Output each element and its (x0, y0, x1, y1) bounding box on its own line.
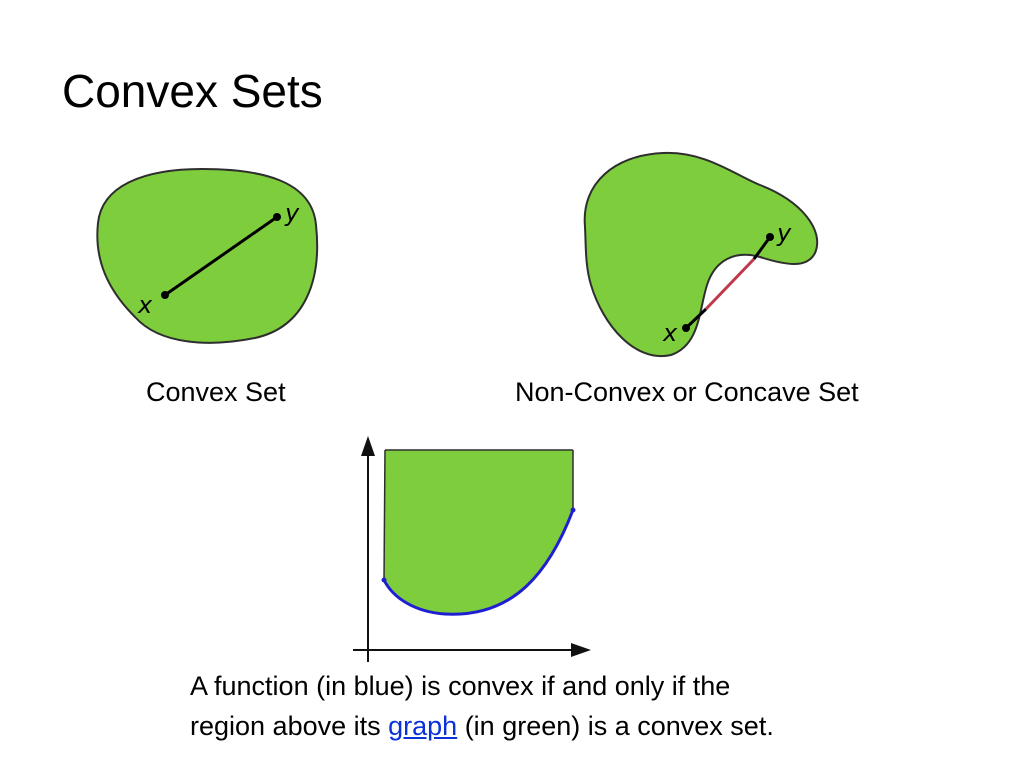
point-x-label: x (662, 319, 678, 347)
nonconvex-set-figure: x y (583, 151, 819, 358)
convex-set-caption: Convex Set (146, 377, 286, 407)
x-axis-arrow (571, 643, 591, 657)
curve-end-marker (570, 507, 576, 513)
function-curve (382, 509, 575, 616)
nonconvex-region (583, 151, 819, 358)
convex-set-figure: x y (96, 167, 319, 344)
explanation-line-1: A function (in blue) is convex if and on… (190, 671, 731, 701)
explanation-line-2-end: (in green) is a convex set. (457, 711, 774, 741)
segment-inside-lower (684, 307, 708, 330)
convex-region (96, 167, 319, 344)
epigraph-region (384, 450, 573, 615)
segment-inside-upper (752, 236, 772, 260)
convex-function-figure (353, 436, 591, 662)
point-x-marker (682, 324, 690, 332)
nonconvex-set-caption: Non-Convex or Concave Set (515, 377, 859, 407)
point-x-label: x (137, 291, 153, 319)
point-x-marker (161, 291, 169, 299)
explanation-line-2-start: region above its (190, 711, 389, 741)
segment-outside-region (704, 257, 756, 311)
y-axis-arrow (361, 436, 375, 456)
explanation-text: A function (in blue) is convex if and on… (190, 666, 890, 746)
point-y-label: y (776, 219, 792, 247)
convex-segment (164, 215, 278, 297)
point-y-marker (766, 233, 774, 241)
graph-link[interactable]: graph (388, 711, 458, 741)
point-y-marker (273, 213, 281, 221)
slide-title: Convex Sets (62, 65, 323, 117)
explanation-line-2: region above its graph (in green) is a c… (190, 706, 890, 746)
curve-start-marker (381, 577, 387, 583)
epigraph-left-edge (383, 449, 386, 581)
point-y-label: y (284, 199, 300, 227)
